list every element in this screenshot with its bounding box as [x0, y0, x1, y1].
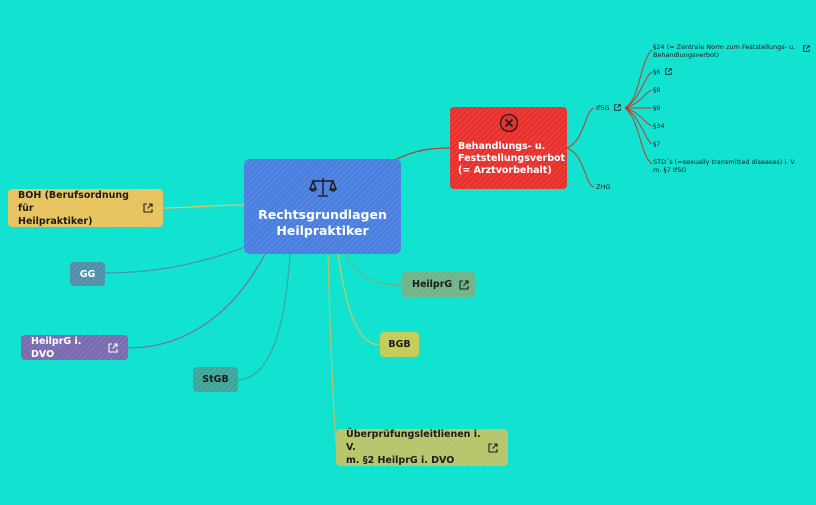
node-heilprg-dvo[interactable]: HeilprG i. DVO	[21, 335, 128, 360]
link-bgb	[337, 253, 381, 346]
external-link-icon[interactable]	[614, 104, 622, 111]
std-line1: STD´s (=sexually transmitted diseases) i…	[653, 158, 796, 166]
p7-label: §7	[653, 140, 661, 148]
leaf-p8[interactable]: §8	[653, 86, 660, 94]
link-heilprg	[344, 253, 403, 286]
leaf-p24[interactable]: §24 (= Zentrale Norm zum Feststellungs- …	[653, 43, 810, 59]
ifsg-label: IfSG	[596, 104, 610, 112]
external-link-icon[interactable]	[108, 342, 118, 353]
stgb-label: StGB	[202, 374, 229, 385]
verbot-line1: Behandlungs- u.	[458, 141, 546, 152]
node-ueberpruefung[interactable]: Überprüfungsleitlienen i. V. m. §2 Heilp…	[336, 429, 508, 466]
bgb-label: BGB	[388, 339, 411, 350]
link-ifsg	[566, 107, 595, 149]
root-node[interactable]: Rechtsgrundlagen Heilpraktiker	[244, 159, 401, 254]
link-stgb	[237, 253, 291, 381]
leaf-p6[interactable]: §6	[653, 68, 673, 76]
leaf-p9[interactable]: §9	[653, 104, 660, 112]
node-ifsg[interactable]: IfSG	[596, 104, 622, 112]
external-link-icon[interactable]	[803, 45, 810, 52]
external-link-icon[interactable]	[488, 442, 498, 453]
p6-label: §6	[653, 68, 661, 76]
ueberpruefung-line1: Überprüfungsleitlienen i. V.	[346, 429, 481, 453]
std-line2: m. §7 IfSG	[653, 166, 687, 174]
external-link-icon[interactable]	[665, 68, 673, 75]
verbot-line3: (= Arztvorbehalt)	[458, 165, 552, 176]
link-ueberpruefung	[327, 253, 337, 446]
node-bgb[interactable]: BGB	[380, 332, 419, 357]
p9-label: §9	[653, 104, 661, 112]
ueberpruefung-line2: m. §2 HeilprG i. DVO	[346, 455, 455, 466]
zhg-label: ZHG	[596, 183, 611, 191]
node-verbot[interactable]: Behandlungs- u. Feststellungsverbot (= A…	[450, 107, 567, 189]
boh-line2: Heilpraktiker)	[18, 215, 93, 227]
root-label-line2: Heilpraktiker	[276, 222, 369, 238]
heilprg-label: HeilprG	[412, 279, 453, 290]
verbot-line2: Feststellungsverbot	[458, 153, 566, 164]
node-boh[interactable]: BOH (Berufsordnung für Heilpraktiker)	[8, 189, 163, 227]
leaf-p7[interactable]: §7	[653, 140, 660, 148]
leaf-std[interactable]: STD´s (=sexually transmitted diseases) i…	[653, 158, 796, 174]
close-circle-icon	[499, 113, 518, 133]
gg-label: GG	[79, 268, 96, 280]
external-link-icon[interactable]	[143, 203, 153, 213]
root-label-line1: Rechtsgrundlagen	[258, 206, 387, 222]
p8-label: §8	[653, 86, 661, 94]
boh-line1: BOH (Berufsordnung für	[18, 189, 129, 214]
scale-icon	[308, 177, 337, 197]
p34-label: §34	[653, 122, 665, 130]
node-heilprg[interactable]: HeilprG	[402, 272, 475, 297]
link-verbot	[394, 147, 451, 161]
node-zhg[interactable]: ZHG	[596, 183, 610, 191]
link-boh	[162, 204, 245, 209]
heilprg-dvo-label: HeilprG i. DVO	[31, 335, 82, 360]
external-link-icon[interactable]	[459, 279, 469, 290]
p24-line2: Behandlungsverbot)	[653, 51, 720, 59]
node-gg[interactable]: GG	[70, 262, 105, 286]
p24-line1: §24 (= Zentrale Norm zum Feststellungs- …	[653, 43, 796, 51]
link-zhg	[566, 147, 595, 188]
leaf-p34[interactable]: §34	[653, 122, 665, 130]
node-stgb[interactable]: StGB	[193, 367, 238, 392]
link-heilprg-dvo	[127, 253, 266, 349]
link-gg	[104, 244, 251, 274]
